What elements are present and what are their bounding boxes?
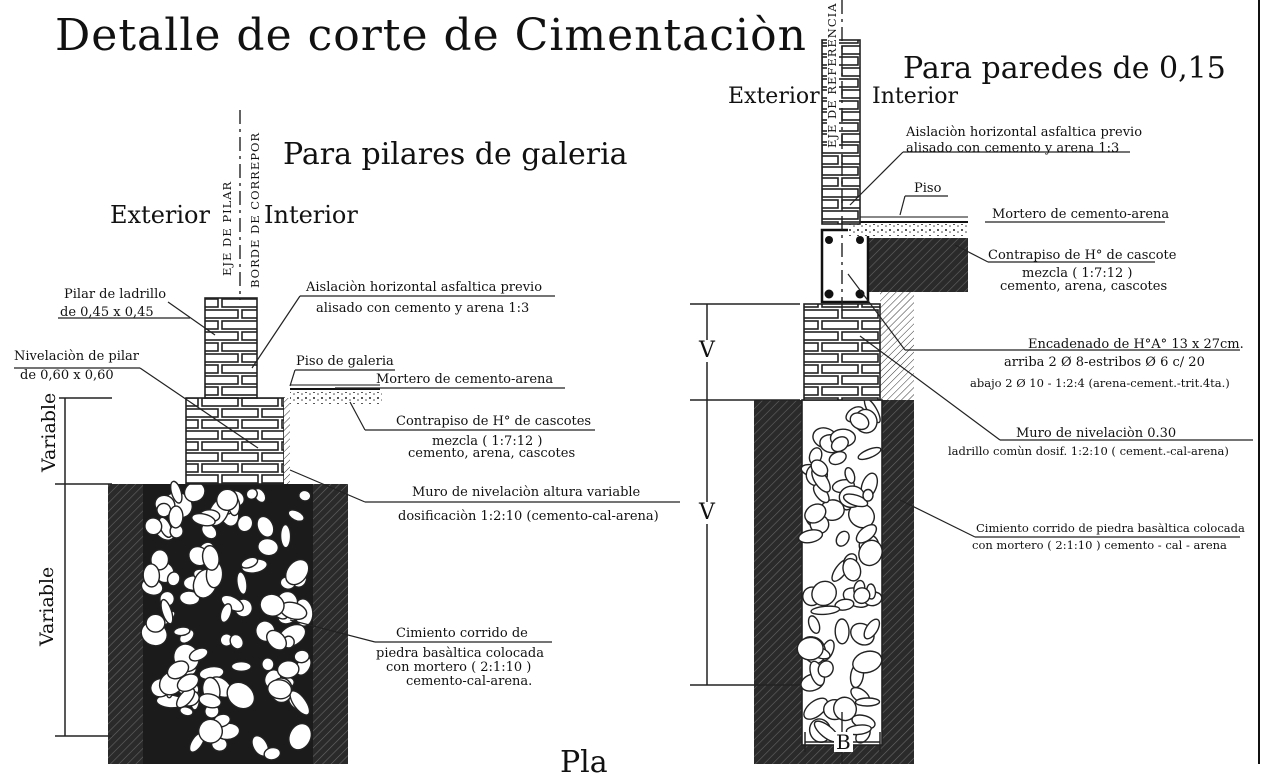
right-label-beam-1: Encadenado de H°A° 13 x 27cm. <box>1028 337 1244 352</box>
right-label-beam-2: arriba 2 Ø 8-estribos Ø 6 c/ 20 <box>1004 355 1205 370</box>
right-label-insulation-1: Aislaciòn horizontal asfaltica previo <box>906 125 1143 140</box>
left-label-floor: Piso de galeria <box>296 354 394 369</box>
right-exterior-label: Exterior <box>728 84 820 109</box>
right-label-foundation-1: Cimiento corrido de piedra basàltica col… <box>976 521 1245 535</box>
left-label-subfloor-2: mezcla ( 1:7:12 ) <box>432 434 543 449</box>
left-label-insulation-1: Aislaciòn horizontal asfaltica previo <box>306 280 543 295</box>
page-title: Detalle de corte de Cimentaciòn <box>55 10 807 61</box>
right-label-beam-3: abajo 2 Ø 10 - 1:2:4 (arena-cement.-trit… <box>970 376 1230 390</box>
left-foundation-stones <box>140 480 314 764</box>
left-detail-drawing <box>14 110 680 764</box>
right-label-mortar: Mortero de cemento-arena <box>992 207 1170 222</box>
right-interior-label: Interior <box>872 84 959 109</box>
left-label-leveling-2: de 0,60 x 0,60 <box>20 368 114 383</box>
left-label-leveling-1: Nivelaciòn de pilar <box>14 349 139 364</box>
right-axis-label: EJE DE REFERENCIA <box>825 0 839 150</box>
left-label-wall-2: dosificaciòn 1:2:10 (cemento-cal-arena) <box>398 509 659 524</box>
left-exterior-label: Exterior <box>110 201 210 229</box>
left-label-foundation-4: cemento-cal-arena. <box>406 674 533 689</box>
left-label-wall-1: Muro de nivelaciòn altura variable <box>412 485 641 500</box>
bottom-cropped-text: Pla <box>560 745 608 780</box>
foundation-detail-sheet: Detalle de corte de Cimentaciòn Para pil… <box>14 0 1260 778</box>
left-label-foundation-3: con mortero ( 2:1:10 ) <box>386 660 532 675</box>
right-label-insulation-2: alisado con cemento y arena 1:3 <box>906 141 1120 156</box>
right-label-subfloor-3: cemento, arena, cascotes <box>1000 279 1168 294</box>
left-subtitle: Para pilares de galeria <box>283 137 628 172</box>
left-subfloor-gravel <box>290 392 382 404</box>
right-subfloor-gravel <box>848 224 968 236</box>
left-dimension-upper: Variable <box>38 388 60 476</box>
left-label-foundation-2: piedra basàltica colocada <box>376 646 544 661</box>
right-leveling-wall <box>803 303 881 401</box>
left-leveling-wall <box>185 397 285 485</box>
left-interior-label: Interior <box>264 201 358 229</box>
left-axis-label-1: EJE DE PILAR <box>220 180 234 276</box>
left-label-pillar-2: de 0,45 x 0,45 <box>60 305 154 320</box>
right-dimension-lower: V <box>699 500 715 525</box>
right-label-floor: Piso <box>914 181 942 196</box>
right-wall-hatch <box>880 292 914 400</box>
left-label-subfloor-3: cemento, arena, cascotes <box>408 446 576 461</box>
left-label-foundation-1: Cimiento corrido de <box>396 626 528 641</box>
right-label-subfloor-2: mezcla ( 1:7:12 ) <box>1022 266 1133 281</box>
left-label-insulation-2: alisado con cemento y arena 1:3 <box>316 301 530 316</box>
left-wall-hatch <box>284 398 290 484</box>
right-dimension-upper: V <box>699 338 715 363</box>
right-label-wall-2: ladrillo comùn dosif. 1:2:10 ( cement.-c… <box>948 444 1229 458</box>
right-label-wall-1: Muro de nivelaciòn 0.30 <box>1016 426 1177 441</box>
left-pillar <box>204 297 258 399</box>
right-label-subfloor-1: Contrapiso de H° de cascote <box>988 248 1177 263</box>
left-dimension-lower: Variable <box>36 562 58 650</box>
right-dimension-width: B <box>834 730 853 754</box>
left-axis-label-2: BORDE DE CORREPOR <box>248 131 262 288</box>
right-subtitle: Para paredes de 0,15 <box>903 51 1226 86</box>
left-label-mortar: Mortero de cemento-arena <box>376 372 554 387</box>
right-label-foundation-2: con mortero ( 2:1:10 ) cemento - cal - a… <box>972 538 1227 552</box>
left-label-subfloor-1: Contrapiso de H° de cascotes <box>396 414 592 429</box>
left-label-pillar-1: Pilar de ladrillo <box>64 287 167 302</box>
